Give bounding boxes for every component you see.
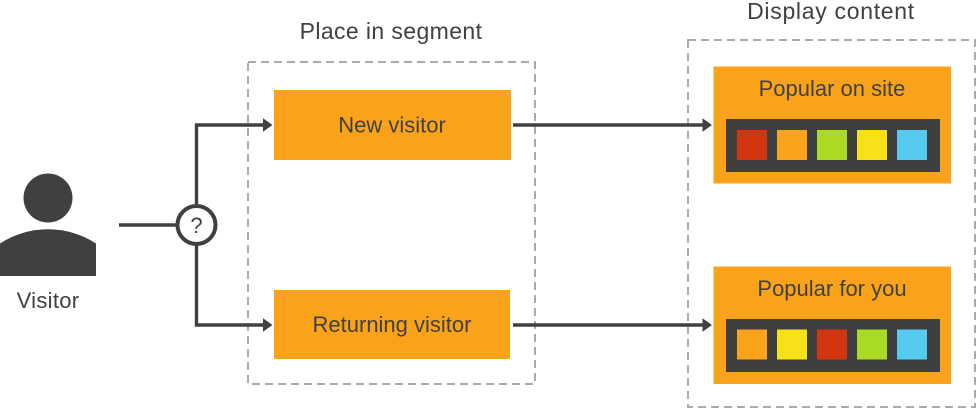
svg-text:Popular for you: Popular for you bbox=[757, 276, 906, 301]
svg-text:Visitor: Visitor bbox=[17, 288, 80, 313]
svg-text:Display content: Display content bbox=[747, 0, 915, 24]
svg-text:?: ? bbox=[190, 213, 202, 238]
svg-text:Popular on site: Popular on site bbox=[759, 76, 906, 101]
svg-text:New visitor: New visitor bbox=[338, 113, 446, 138]
svg-text:Returning visitor: Returning visitor bbox=[313, 312, 472, 337]
svg-text:Place in segment: Place in segment bbox=[300, 18, 483, 44]
